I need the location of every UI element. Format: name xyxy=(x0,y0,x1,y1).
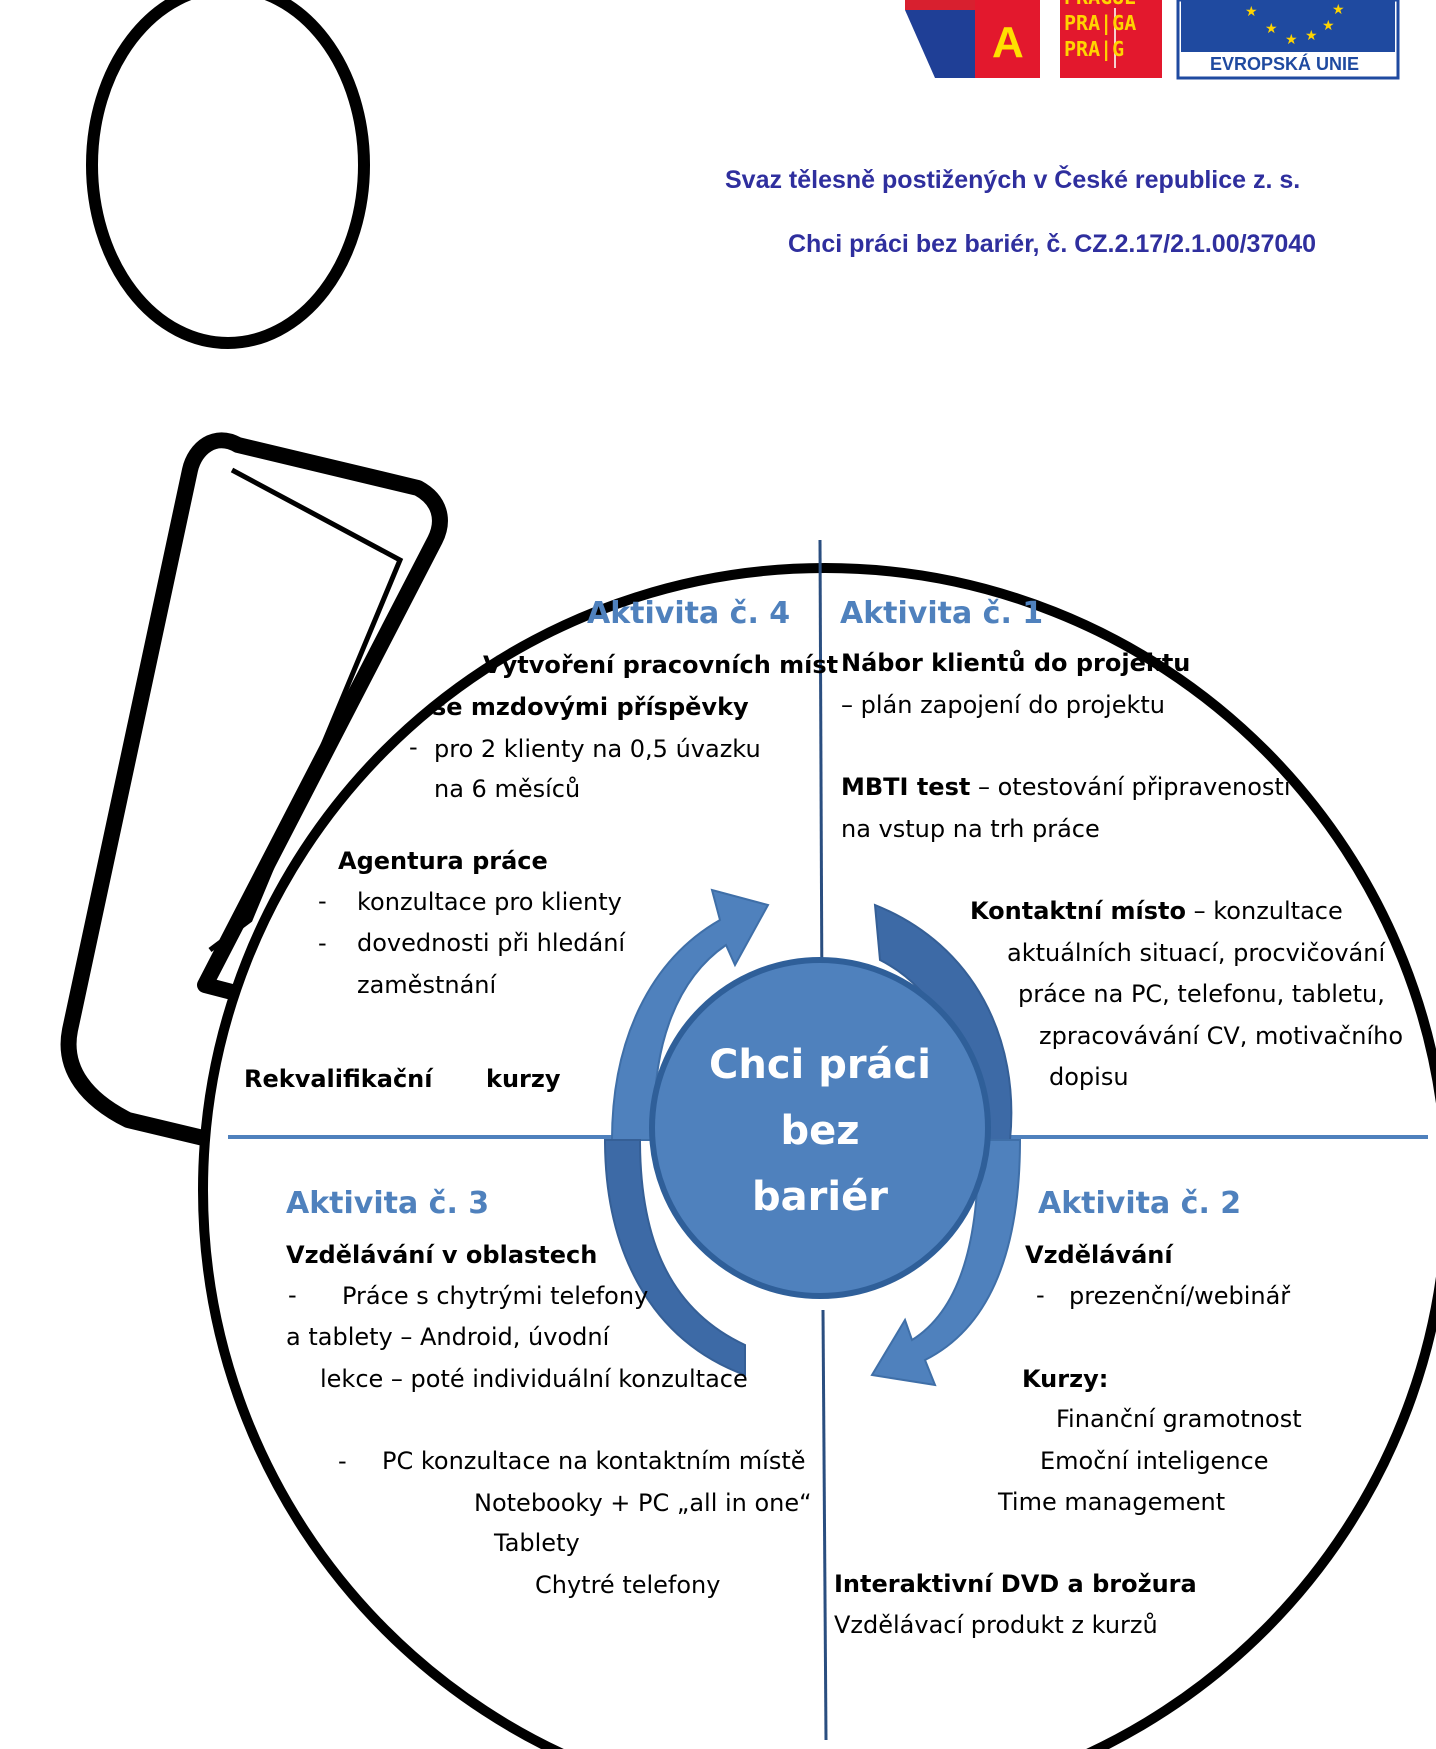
q2-dvd-rest: Vzdělávací produkt z kurzů xyxy=(834,1611,1158,1639)
activity-2-title: Aktivita č. 2 xyxy=(1038,1186,1242,1221)
eu-label: EVROPSKÁ UNIE xyxy=(1210,54,1360,74)
q3-device: Tablety xyxy=(494,1529,580,1557)
q3-dash: - xyxy=(338,1447,347,1475)
q2-course: Time management xyxy=(998,1488,1226,1516)
q3-device: Notebooky + PC „all in one“ xyxy=(474,1489,812,1517)
praga-line: PRA|GA xyxy=(1064,11,1137,35)
activity-3-title: Aktivita č. 3 xyxy=(286,1186,490,1221)
q1-item3-line: zpracovávání CV, motivačního xyxy=(1039,1022,1404,1050)
project-title: Chci práci bez bariér, č. CZ.2.17/2.1.00… xyxy=(788,230,1317,258)
eu-star-icon: ★ xyxy=(1322,18,1335,34)
praga-line: PRA|G xyxy=(1064,37,1125,61)
q4-dash: - xyxy=(409,733,418,761)
q3-device: Chytré telefony xyxy=(535,1571,721,1599)
q2-dash: - xyxy=(1036,1281,1045,1309)
q1-item3-line: práce na PC, telefonu, tabletu, xyxy=(1018,980,1385,1008)
arrow-bottom-right-icon xyxy=(870,1139,1022,1387)
q1-item1-rest: – plán zapojení do projektu xyxy=(841,691,1165,719)
center-line: bez xyxy=(780,1108,860,1154)
q3-line-3: lekce – poté individuální konzultace xyxy=(320,1365,748,1393)
praga-line: PRAGUE xyxy=(1064,0,1136,10)
q4-jobs-line-2: na 6 měsíců xyxy=(434,775,581,803)
organization-title: Svaz tělesně postižených v České republi… xyxy=(725,166,1301,194)
q1-item2-title: MBTI test xyxy=(841,773,971,801)
q4-agency-item: konzultace pro klienty xyxy=(357,888,622,916)
q2-course: Emoční inteligence xyxy=(1040,1447,1269,1475)
q1-item3-line: dopisu xyxy=(1049,1063,1129,1091)
q1-item3-line: aktuálních situací, procvičování xyxy=(1007,939,1386,967)
q4-jobs-title-2: se mzdovými příspěvky xyxy=(432,693,749,721)
eu-star-icon: ★ xyxy=(1305,28,1318,44)
q2-edu-title: Vzdělávání xyxy=(1025,1241,1173,1269)
center-line: bariér xyxy=(752,1174,888,1220)
q4-agency-title: Agentura práce xyxy=(338,847,548,875)
arrow-bottom-left-icon xyxy=(603,1139,746,1377)
activity-4-title: Aktivita č. 4 xyxy=(587,596,791,631)
q1-item2-rest: – otestování připravenosti xyxy=(970,773,1291,801)
eu-star-icon: ★ xyxy=(1245,4,1258,20)
divider-vertical-bottom xyxy=(821,1309,828,1741)
q4-requal-2: kurzy xyxy=(486,1065,561,1093)
activity-1-title: Aktivita č. 1 xyxy=(840,596,1044,631)
logo-praga xyxy=(1060,0,1162,78)
q1-item3-title: Kontaktní místo xyxy=(970,897,1186,925)
q3-pc-line: PC konzultace na kontaktním místě xyxy=(382,1447,806,1475)
q2-edu-item: prezenční/webinář xyxy=(1069,1282,1291,1310)
q3-line-1: Práce s chytrými telefony xyxy=(342,1282,649,1310)
logo-a xyxy=(905,0,1040,78)
center-title: Chci práci bez bariér xyxy=(652,1032,988,1230)
praga-lines: PRAGUE PRA|GA PRA|G xyxy=(1064,0,1136,62)
q4-dash: - xyxy=(318,887,327,915)
logo-group: ★ ★ ★ ★ ★ ★ xyxy=(905,0,1400,80)
q3-line-2: a tablety – Android, úvodní xyxy=(286,1323,610,1351)
q4-agency-cont: zaměstnání xyxy=(357,971,497,999)
q1-item2-rest2: na vstup na trh práce xyxy=(841,815,1100,843)
q3-dash: - xyxy=(288,1281,297,1309)
q4-agency-item: dovednosti při hledání xyxy=(357,929,626,957)
q2-courses-title: Kurzy: xyxy=(1022,1365,1109,1393)
logo-eu: ★ ★ ★ ★ ★ ★ xyxy=(1176,0,1400,80)
q4-jobs-title-1: Vytvoření pracovních míst xyxy=(483,651,839,679)
q1-item2: MBTI test – otestování připravenosti xyxy=(841,772,1291,802)
q4-dash: - xyxy=(318,929,327,957)
q3-edu-title: Vzdělávání v oblastech xyxy=(286,1241,598,1269)
eu-star-icon: ★ xyxy=(1332,2,1345,18)
arrow-top-left-icon xyxy=(610,888,770,1141)
center-line: Chci práci xyxy=(709,1042,931,1088)
q1-item1-title: Nábor klientů do projektu xyxy=(841,649,1191,677)
center-circle xyxy=(649,957,991,1299)
q1-item3: Kontaktní místo – konzultace xyxy=(970,896,1343,926)
q2-dvd-title: Interaktivní DVD a brožura xyxy=(834,1570,1197,1598)
figure-head xyxy=(86,0,370,349)
eu-star-icon: ★ xyxy=(1285,32,1298,48)
q4-requal-1: Rekvalifikační xyxy=(244,1065,433,1093)
q2-course: Finanční gramotnost xyxy=(1056,1405,1302,1433)
q1-item3-rest: – konzultace xyxy=(1186,897,1343,925)
q4-jobs-line-1: pro 2 klienty na 0,5 úvazku xyxy=(434,735,761,763)
divider-vertical-top xyxy=(818,539,824,1011)
logo-a-letter: A xyxy=(992,18,1024,67)
eu-star-icon: ★ xyxy=(1265,21,1278,37)
